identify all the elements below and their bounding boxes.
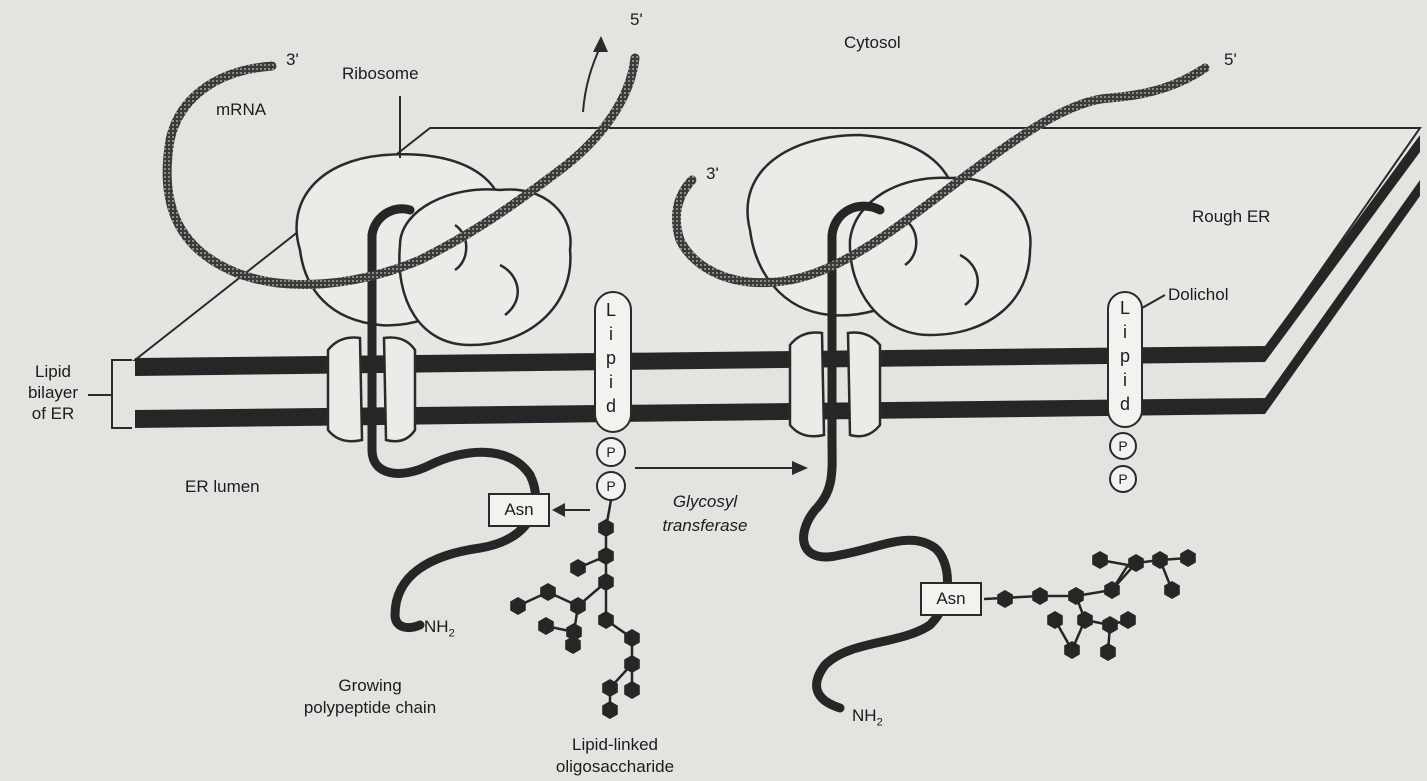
sugar-unit-left-10 (598, 611, 614, 629)
growing-chain-label-1: Growing (270, 676, 470, 696)
sugar-unit-left-14 (602, 701, 618, 719)
sugar-unit-right-7 (1180, 549, 1196, 567)
lipid-letter-left-2: p (601, 348, 621, 368)
dolichol-label: Dolichol (1168, 285, 1228, 305)
sugar-unit-left-0 (598, 519, 614, 537)
mrna-5prime-right: 5' (1224, 50, 1237, 70)
sugar-unit-left-3 (570, 559, 586, 577)
sugar-unit-right-13 (1047, 611, 1063, 629)
lipid-letter-left-0: L (601, 300, 621, 320)
sugar-unit-left-15 (624, 681, 640, 699)
asn-box-right: Asn (920, 582, 982, 616)
bilayer-label-1: Lipid (18, 362, 88, 382)
lipid-letter-right-0: L (1115, 298, 1135, 318)
sugar-unit-right-6 (1152, 551, 1168, 569)
mrna-label: mRNA (216, 100, 266, 120)
sugar-unit-right-5 (1092, 551, 1108, 569)
sugar-unit-right-8 (1164, 581, 1180, 599)
phosphate-3: P (1118, 438, 1127, 454)
lipid-letter-right-2: p (1115, 346, 1135, 366)
glycosyl-arrow (635, 461, 808, 475)
bilayer-label-2: bilayer (18, 383, 88, 403)
sugar-unit-right-11 (1120, 611, 1136, 629)
asn-box-left: Asn (488, 493, 550, 527)
sugar-unit-left-6 (510, 597, 526, 615)
nh2-label-left: NH2 (424, 617, 455, 643)
sugar-unit-right-12 (1064, 641, 1080, 659)
lipid-letter-left-4: d (601, 396, 621, 416)
nh2-label-right: NH2 (852, 706, 883, 732)
phosphate-1: P (606, 444, 615, 460)
lipid-linked-label-2: oligosaccharide (540, 757, 690, 777)
sugar-unit-left-1 (598, 547, 614, 565)
sugar-unit-left-5 (540, 583, 556, 601)
lipid-letter-left-3: i (601, 372, 621, 392)
sugar-unit-right-10 (1102, 616, 1118, 634)
glycosyl-label-1: Glycosyl (640, 492, 770, 512)
sugar-unit-right-14 (1100, 643, 1116, 661)
exit-arrow (583, 36, 608, 112)
er-lumen-label: ER lumen (185, 477, 260, 497)
mrna-5prime-left: 5' (630, 10, 643, 30)
cytosol-label: Cytosol (844, 33, 901, 53)
bilayer-bracket (88, 360, 132, 428)
phosphate-4: P (1118, 471, 1127, 487)
sugar-unit-right-1 (1032, 587, 1048, 605)
rough-er-label: Rough ER (1192, 207, 1270, 227)
sugar-unit-right-9 (1077, 611, 1093, 629)
lipid-letter-left-1: i (601, 324, 621, 344)
mrna-3prime-right: 3' (706, 164, 719, 184)
oligosaccharide-right-units (997, 549, 1196, 661)
glycosyl-label-2: transferase (640, 516, 770, 536)
bilayer-label-3: of ER (18, 404, 88, 424)
oligosaccharide-right (984, 558, 1188, 652)
ribosome-label: Ribosome (342, 64, 419, 84)
phosphate-2: P (606, 478, 615, 494)
sugar-unit-left-8 (538, 617, 554, 635)
lipid-linked-label-1: Lipid-linked (540, 735, 690, 755)
sugar-unit-right-2 (1068, 587, 1084, 605)
transfer-arrow-left (552, 503, 590, 517)
lipid-letter-right-4: d (1115, 394, 1135, 414)
growing-chain-label-2: polypeptide chain (270, 698, 470, 718)
sugar-unit-left-9 (565, 636, 581, 654)
lipid-letter-right-3: i (1115, 370, 1135, 390)
sugar-unit-right-0 (997, 590, 1013, 608)
mrna-3prime-left: 3' (286, 50, 299, 70)
sugar-unit-left-11 (624, 629, 640, 647)
lipid-letter-right-1: i (1115, 322, 1135, 342)
